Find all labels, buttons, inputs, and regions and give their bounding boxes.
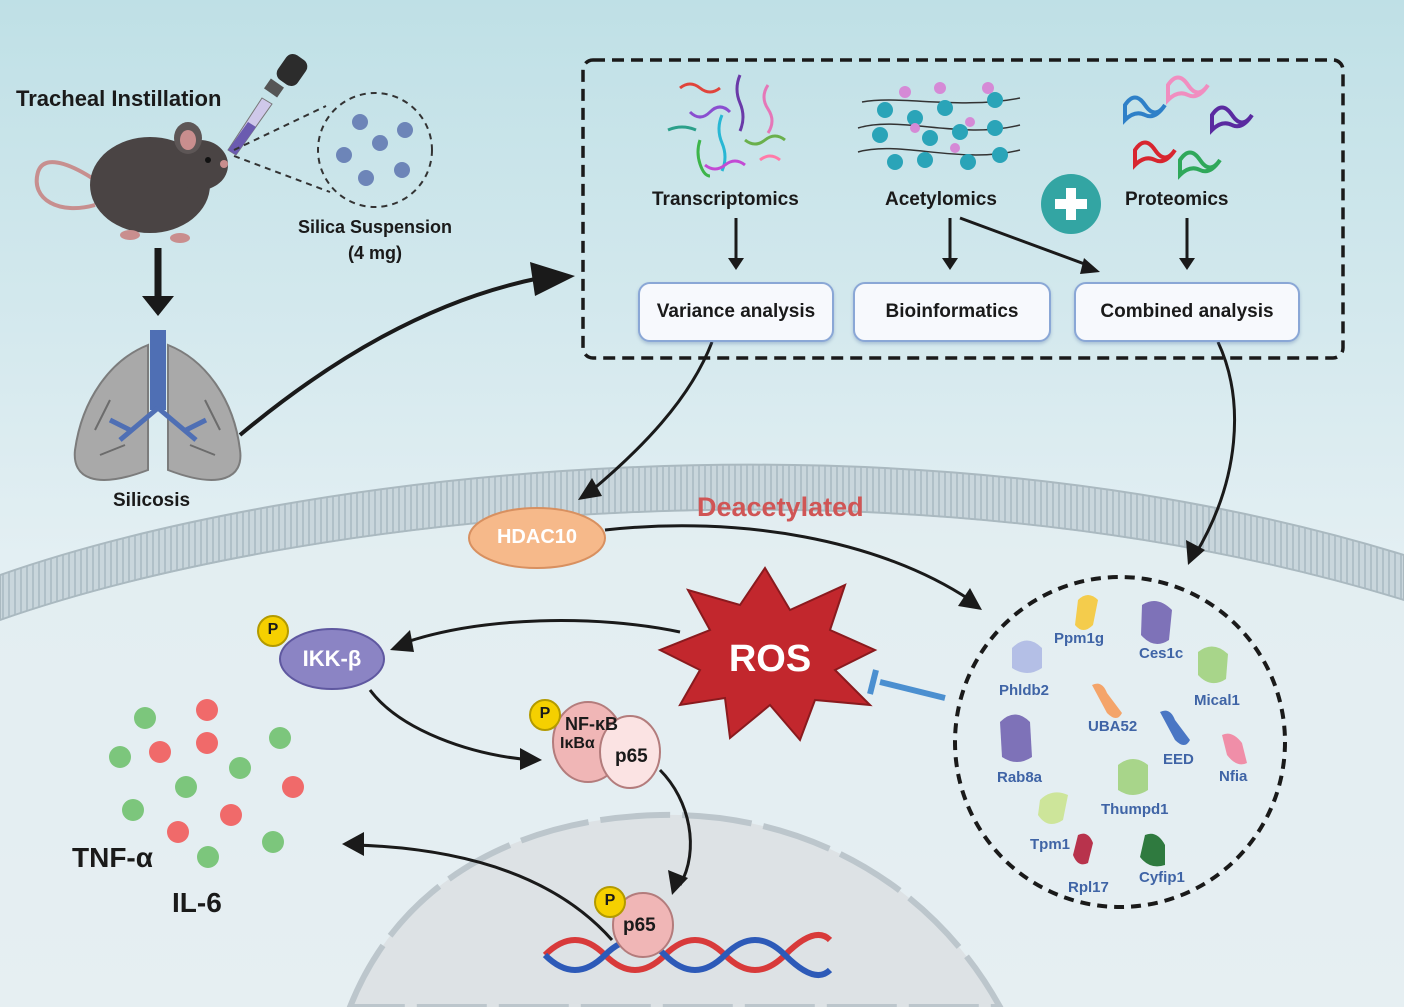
cytokine-dots bbox=[109, 699, 304, 868]
mouse-illustration bbox=[34, 122, 228, 243]
protein-label: Rpl17 bbox=[1068, 879, 1109, 896]
lungs-illustration bbox=[73, 330, 242, 481]
silicosis-label: Silicosis bbox=[113, 490, 191, 511]
protein-label: Rab8a bbox=[997, 769, 1043, 786]
ros-star bbox=[657, 566, 878, 742]
silica-dose-label: (4 mg) bbox=[348, 243, 402, 263]
p65-label: p65 bbox=[615, 746, 648, 767]
protein-label: Thumpd1 bbox=[1101, 801, 1169, 818]
protein-label: EED bbox=[1163, 751, 1194, 768]
ikk-beta-label: IKK-β bbox=[302, 646, 362, 671]
deacetylated-label: Deacetylated bbox=[697, 492, 864, 522]
dropper-illustration bbox=[227, 53, 308, 156]
ros-label: ROS bbox=[728, 638, 812, 680]
protein-label: Cyfip1 bbox=[1139, 869, 1185, 886]
phospho-nuclear bbox=[594, 886, 626, 918]
combined-analysis-box: Combined analysis bbox=[1074, 282, 1300, 342]
proteomics-illustration bbox=[1123, 75, 1254, 180]
acetylomics-illustration bbox=[857, 82, 1021, 170]
cell-membrane bbox=[0, 463, 1404, 622]
p65-blob bbox=[599, 715, 661, 789]
protein-shapes bbox=[1000, 595, 1247, 867]
acetylomics-label: Acetylomics bbox=[885, 189, 997, 210]
phospho-nuclear-label: P bbox=[604, 892, 616, 909]
protein-label: Ppm1g bbox=[1054, 630, 1105, 647]
ikba-label: IκBα bbox=[560, 735, 595, 752]
protein-label: UBA52 bbox=[1088, 718, 1138, 735]
silica-particles bbox=[336, 114, 413, 186]
nucleus bbox=[346, 811, 1004, 1007]
silica-suspension-label: Silica Suspension bbox=[297, 217, 453, 237]
nfkb-label: NF-κB bbox=[565, 714, 619, 734]
nuclear-p65-blob bbox=[612, 892, 674, 958]
ikk-beta-ellipse bbox=[279, 628, 385, 690]
proteomics-label: Proteomics bbox=[1125, 189, 1229, 210]
protein-label: Phldb2 bbox=[999, 682, 1050, 699]
tracheal-instillation-label: Tracheal Instillation bbox=[16, 86, 222, 111]
silica-suspension-circle bbox=[317, 92, 433, 208]
transcriptomics-label: Transcriptomics bbox=[652, 189, 799, 210]
bioinformatics-box: Bioinformatics bbox=[853, 282, 1051, 342]
transcriptomics-illustration bbox=[667, 74, 786, 178]
hdac10-ellipse bbox=[468, 507, 606, 569]
hdac10-label: HDAC10 bbox=[496, 526, 578, 548]
protein-label: Mical1 bbox=[1194, 692, 1240, 709]
protein-circle bbox=[953, 575, 1287, 909]
protein-label: Tpm1 bbox=[1030, 836, 1071, 853]
phospho-ikk-label: P bbox=[267, 621, 279, 638]
protein-label: Nfia bbox=[1219, 768, 1248, 785]
il6-label: IL-6 bbox=[172, 887, 222, 918]
phospho-nfkb bbox=[529, 699, 561, 731]
omics-panel bbox=[581, 58, 1345, 360]
nuclear-p65-label: p65 bbox=[623, 915, 656, 936]
dna-helix bbox=[542, 932, 833, 978]
phospho-ikk bbox=[257, 615, 289, 647]
variance-analysis-box: Variance analysis bbox=[638, 282, 834, 342]
tnf-alpha-label: TNF-α bbox=[72, 842, 153, 873]
protein-label: Ces1c bbox=[1139, 645, 1184, 662]
phospho-nfkb-label: P bbox=[539, 705, 551, 722]
